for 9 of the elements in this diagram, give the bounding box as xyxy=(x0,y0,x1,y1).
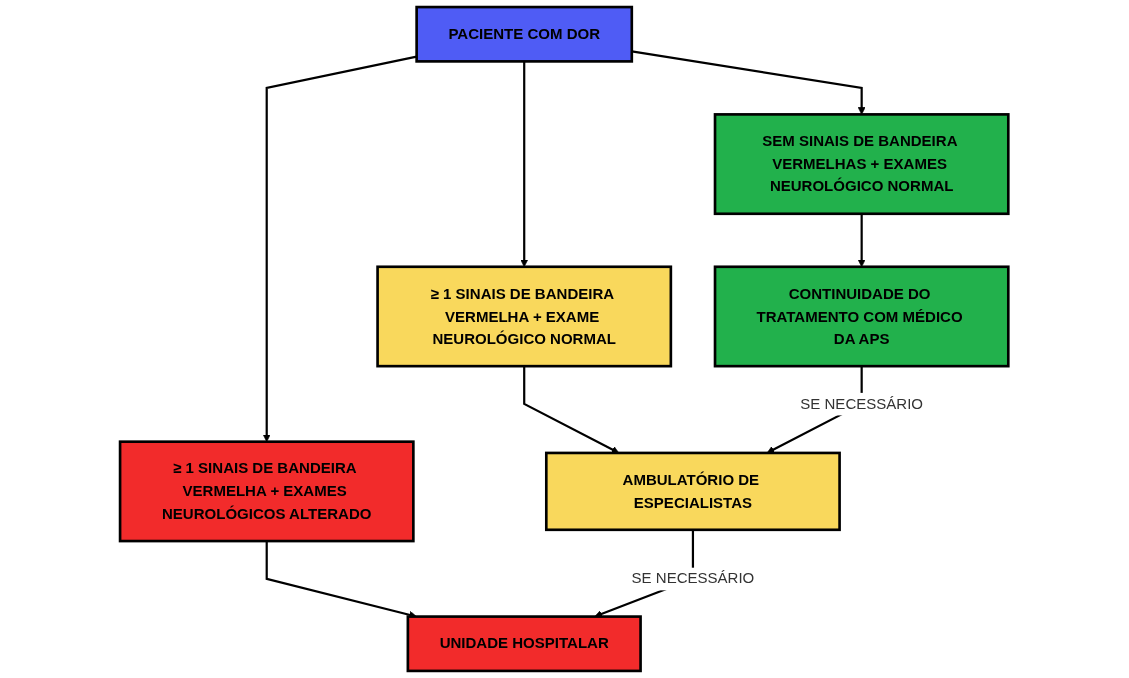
edge-label: SE NECESSÁRIO xyxy=(631,570,755,587)
edge-label: SE NECESSÁRIO xyxy=(800,395,924,413)
node-box: ≥ 1 SINAIS DE BANDEIRA VERMELHA + EXAMES NEUROLÓGICOS ALTERADO xyxy=(119,440,415,543)
node-box: ≥ 1 SINAIS DE BANDEIRA VERMELHA + EXAME NEUROLÓGICO NORMAL xyxy=(376,265,673,368)
node-box: UNIDADE HOSPITALAR xyxy=(406,615,643,673)
node-box: SEM SINAIS DE BANDEIRA VERMELHAS + EXAMES NEUROLÓGICO NORMAL xyxy=(714,113,1010,216)
node-box: PACIENTE COM DOR xyxy=(415,5,634,63)
node-box: CONTINUIDADE DO TRATAMENTO COM MÉDICO DA APS xyxy=(714,265,1010,368)
node-box: AMBULATÓRIO DE ESPECIALISTAS xyxy=(545,451,842,532)
